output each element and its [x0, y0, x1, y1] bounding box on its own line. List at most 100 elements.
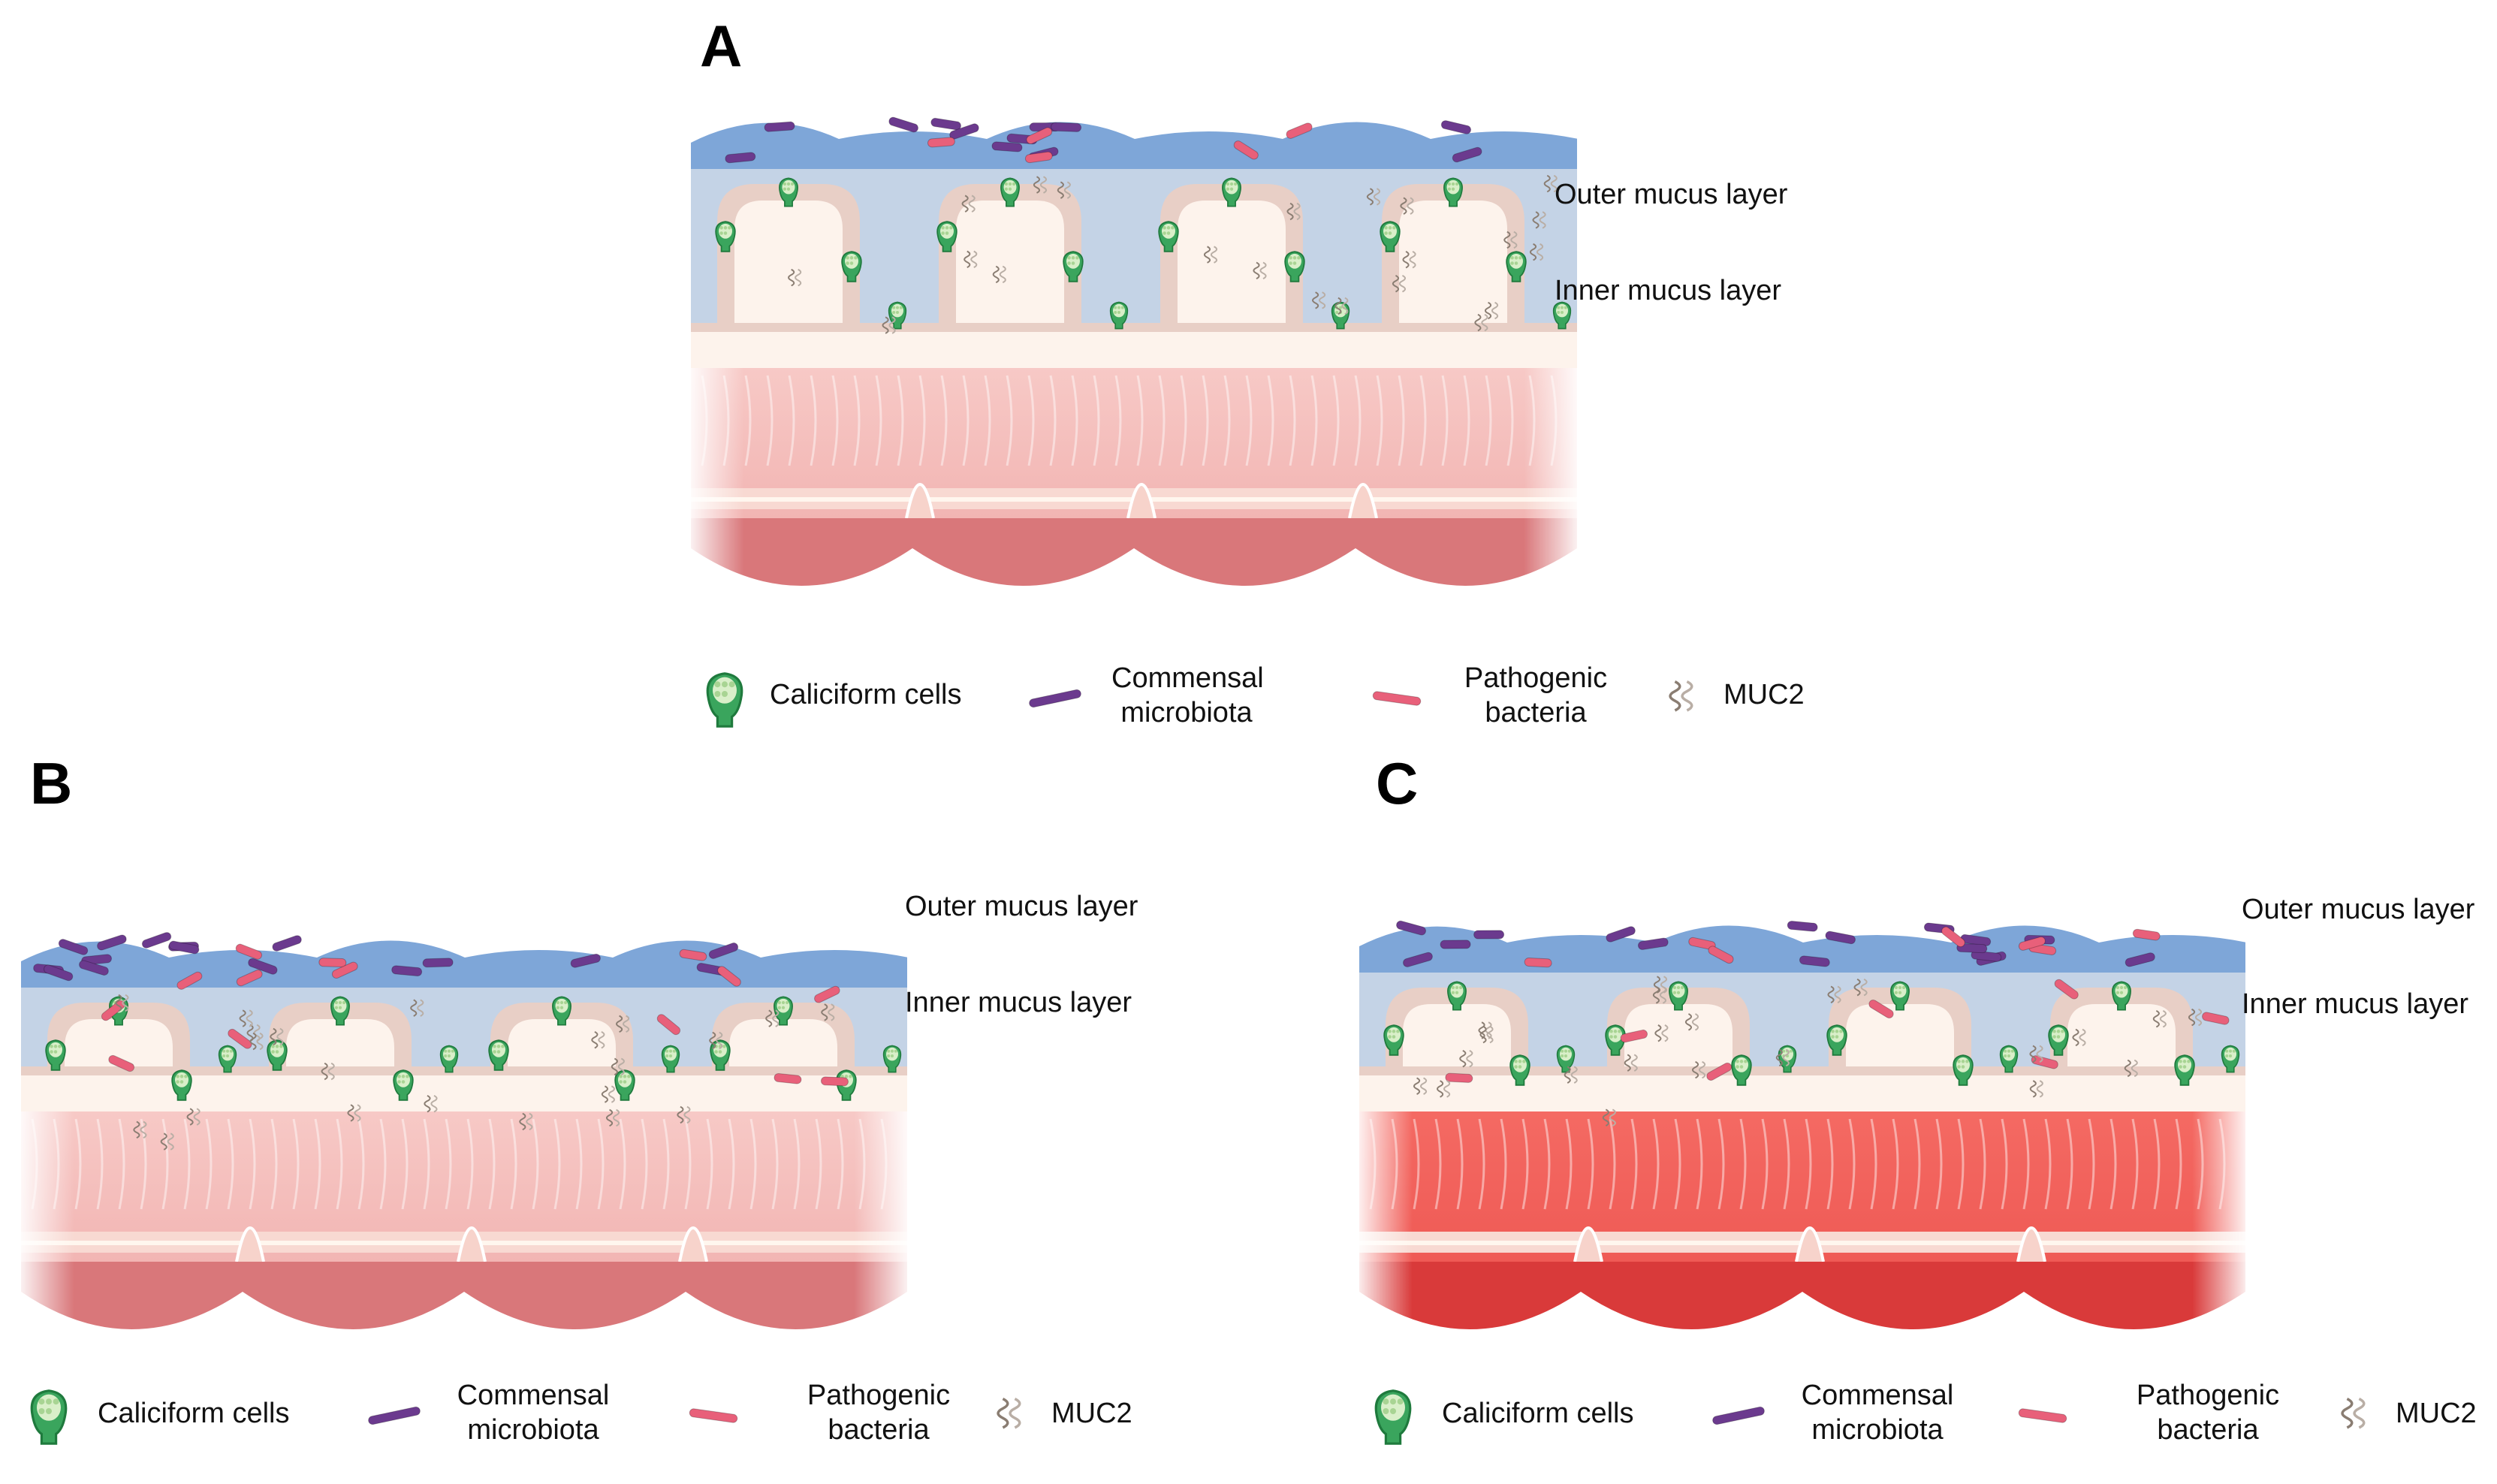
pathogenic-rod: [1372, 691, 1422, 706]
commensal-bacterium: [708, 943, 739, 959]
goblet-cell: [218, 1045, 237, 1073]
goblet-cell: [710, 1039, 731, 1071]
goblet-cell: [1374, 1389, 1412, 1445]
pathogenic-bacteria-icon: [689, 1408, 738, 1423]
muc2-fiber: [249, 1032, 264, 1051]
epithelium: [691, 184, 1577, 332]
goblet-cell: [552, 996, 571, 1026]
muc2-fiber: [1484, 301, 1499, 320]
muc2-fiber: [160, 1133, 174, 1151]
epithelium: [21, 1003, 907, 1075]
goblet-cells: [715, 177, 1572, 330]
pathogenic-bacterium: [1620, 1029, 1648, 1043]
muc2-fiber: [347, 1104, 361, 1122]
legend-caliciform-label: Caliciform cells: [1442, 1398, 1634, 1429]
muc2-fiber: [133, 1121, 147, 1139]
goblet-cell: [1063, 251, 1084, 282]
commensal-bacterium: [1971, 950, 2002, 962]
goblet-cell: [1284, 251, 1305, 282]
commensal-bacterium: [930, 117, 961, 131]
pathogenic-rod: [2018, 1408, 2067, 1423]
goblet-cell: [1552, 301, 1572, 330]
legend-caliciform-label: Caliciform cells: [770, 679, 962, 710]
legend-commensal-line1: Commensal: [1801, 1380, 1954, 1411]
mucosa-illustration-c: [1359, 920, 2245, 1359]
commensal-rod: [1712, 1406, 1765, 1425]
goblet-cell: [267, 1039, 288, 1071]
commensal-bacterium: [1440, 120, 1472, 134]
legend-commensal-line2: microbiota: [467, 1414, 599, 1446]
legend-commensal-line1: Commensal: [1111, 662, 1264, 694]
goblet-cell: [1731, 1054, 1752, 1086]
muc2-fiber: [2341, 1398, 2366, 1429]
goblet-cell: [1158, 221, 1179, 252]
legend-pathogenic-line2: bacteria: [2157, 1414, 2259, 1446]
muc2-fiber: [2029, 1080, 2043, 1098]
muc2-fibers: [1413, 976, 2203, 1127]
commensal-bacterium: [1051, 122, 1082, 132]
muc2-fiber: [270, 1027, 284, 1046]
muc2-fiber: [591, 1030, 605, 1049]
commensal-bacterium: [1799, 955, 1830, 967]
muc2-fiber: [186, 1108, 201, 1126]
legend-pathogenic-label: Pathogenic bacteria: [796, 1378, 961, 1447]
goblet-cell: [1999, 1045, 2019, 1073]
muc2-fiber: [605, 1108, 620, 1127]
commensal-bacterium: [43, 964, 74, 982]
muc2-icon: [2341, 1398, 2366, 1429]
legend-pathogenic-line1: Pathogenic: [2136, 1380, 2280, 1411]
commensal-bacterium: [888, 116, 918, 133]
muc2-fiber: [765, 1009, 780, 1027]
commensal-bacterium: [1637, 937, 1669, 950]
muc2-fiber: [321, 1062, 335, 1081]
pathogenic-bacteria-icon: [2018, 1408, 2067, 1423]
muc2-fiber: [2124, 1059, 2138, 1078]
goblet-cell-icon: [706, 672, 743, 728]
commensal-bacterium: [764, 121, 795, 132]
pathogenic-bacterium: [1688, 937, 1716, 951]
muc2-fiber: [611, 1057, 625, 1075]
muc2-fiber: [616, 1015, 630, 1033]
outer-mucus-label-a: Outer mucus layer: [1555, 179, 1788, 210]
panel-b: B Outer mucus layer Inner mucus layer Ca…: [0, 744, 1247, 1484]
panel-letter-a: A: [700, 13, 743, 79]
commensal-bacteria-icon: [1029, 689, 1081, 708]
muc2-fiber: [1366, 188, 1380, 206]
muc2-fiber: [1653, 976, 1668, 994]
panel-letter-c: C: [1376, 750, 1419, 816]
goblet-cell: [1109, 301, 1129, 330]
inner-mucus-label-b: Inner mucus layer: [905, 987, 1132, 1018]
pathogenic-bacterium: [2054, 979, 2079, 1000]
muc2-fiber: [1459, 1049, 1473, 1068]
legend-a: Caliciform cells Commensal microbiota Pa…: [698, 661, 1805, 744]
commensal-bacterium: [248, 958, 278, 975]
goblet-cell: [661, 1045, 680, 1073]
muc2-fiber: [2029, 1045, 2043, 1063]
goblet-cell: [1222, 177, 1241, 207]
muc2-icon: [1669, 680, 1693, 712]
muc2-fiber: [821, 1003, 835, 1021]
muc2-fiber: [239, 1009, 253, 1027]
panel-letter-b: B: [30, 750, 73, 816]
commensal-bacterium: [1403, 952, 1433, 967]
goblet-cell: [1826, 1024, 1847, 1056]
panel-a: A Outer mucus layer Inner mucus layer Ca…: [676, 0, 1805, 751]
commensal-bacterium: [1452, 146, 1482, 163]
commensal-bacterium: [1396, 920, 1426, 936]
goblet-cell: [1447, 981, 1467, 1011]
legend-pathogenic-label: Pathogenic bacteria: [1461, 661, 1611, 730]
commensal-bacterium: [58, 939, 89, 955]
commensal-rod: [368, 1406, 421, 1425]
pathogenic-bacterium: [774, 1072, 802, 1084]
bacteria: [725, 116, 1482, 164]
goblet-cells: [1383, 981, 2240, 1086]
goblet-cell: [1890, 981, 1910, 1011]
goblet-cells: [45, 996, 902, 1101]
muc2-fiber: [882, 316, 896, 334]
commensal-bacterium: [141, 932, 172, 949]
muc2-fiber: [2072, 1028, 2086, 1047]
goblet-cell: [706, 672, 743, 728]
goblet-cell: [882, 1045, 902, 1073]
muc2-fiber: [788, 268, 802, 287]
goblet-cell-icon: [1374, 1389, 1412, 1445]
